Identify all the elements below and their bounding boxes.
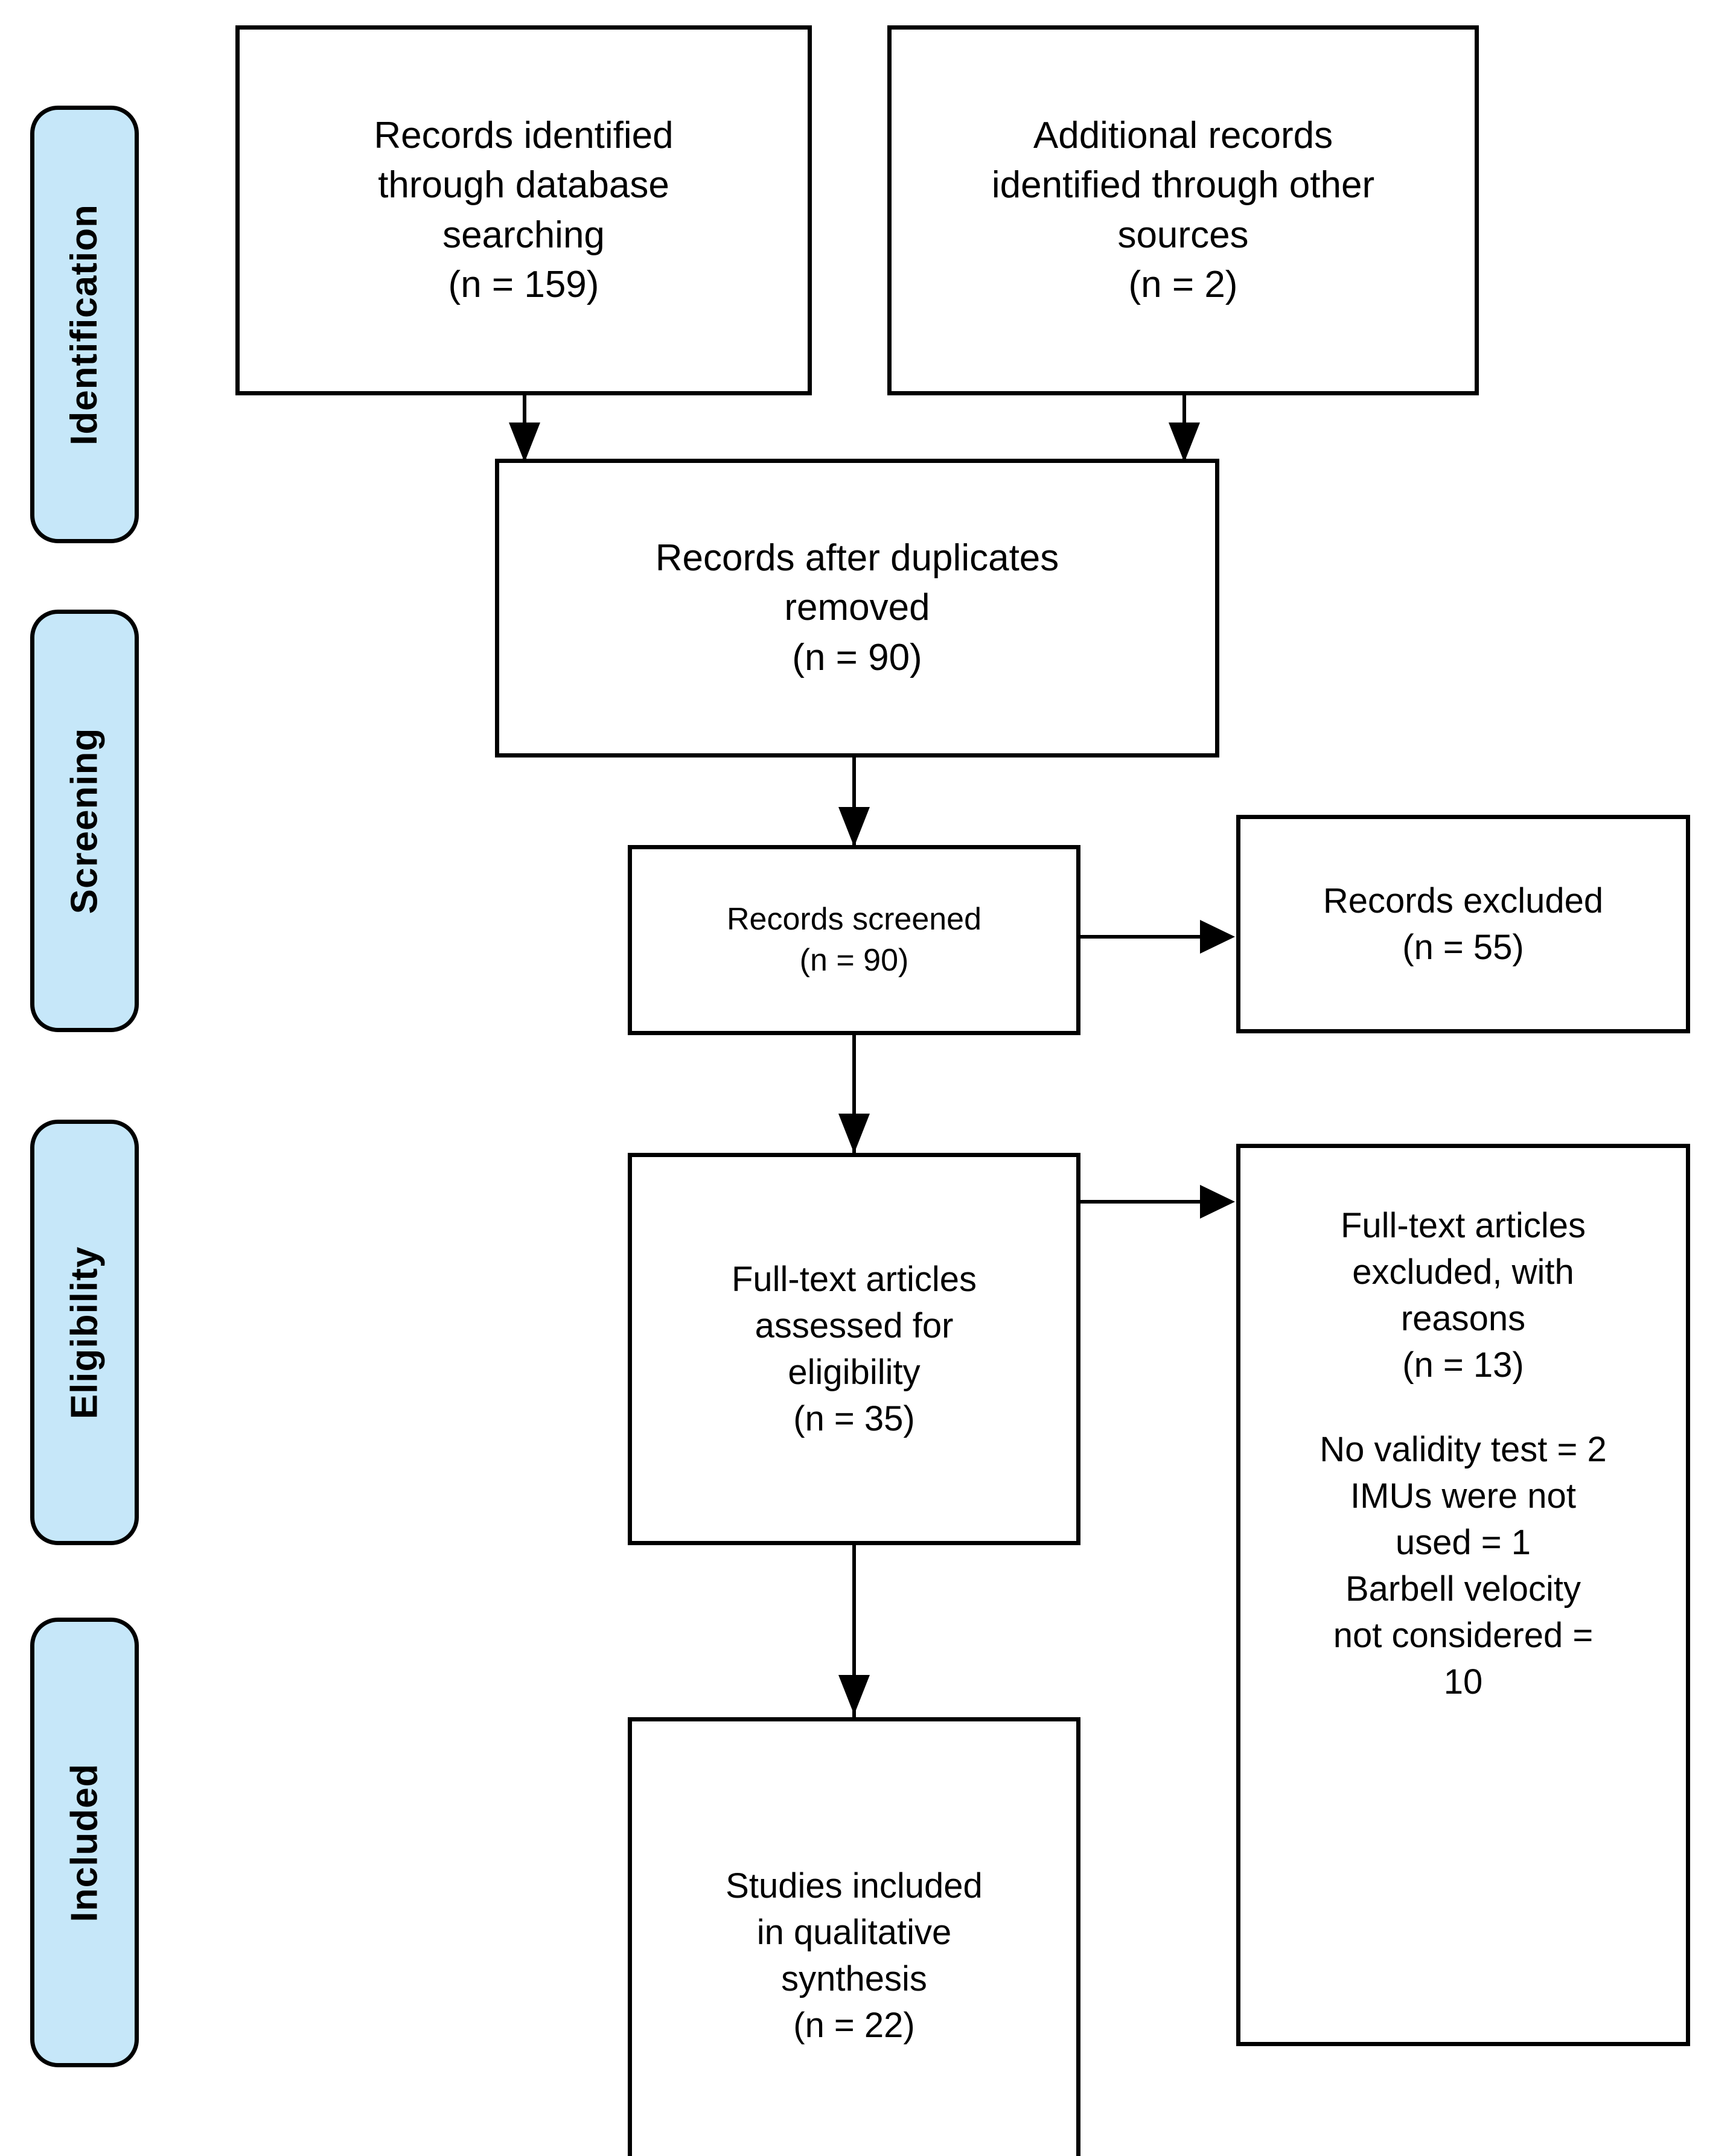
connector-duplicates-to-screened — [852, 757, 856, 848]
box-fulltext-excluded-line-1: Full-text articles — [1340, 1206, 1586, 1245]
connector-screened-to-excluded — [1080, 935, 1201, 939]
box-records-after-duplicates-count: (n = 90) — [792, 636, 922, 678]
box-records-identified-count: (n = 159) — [448, 263, 599, 305]
box-studies-included: Studies included in qualitative synthesi… — [628, 1717, 1080, 2156]
connector-screened-to-fulltext — [852, 1035, 856, 1153]
box-fulltext-assessed-count: (n = 35) — [793, 1399, 915, 1439]
exclusion-reason-line-5: not considered = — [1333, 1616, 1594, 1655]
stage-label-eligibility: Eligibility — [30, 1120, 139, 1545]
box-fulltext-excluded-line-3: reasons — [1400, 1299, 1526, 1339]
exclusion-reason-line-2: IMUs were not — [1350, 1476, 1576, 1516]
box-records-after-duplicates-line-1: Records after duplicates — [655, 537, 1059, 579]
box-records-excluded: Records excluded (n = 55) — [1236, 815, 1690, 1033]
box-fulltext-assessed-line-3: eligibility — [788, 1353, 921, 1392]
box-records-screened: Records screened (n = 90) — [628, 845, 1080, 1035]
arrowhead-screened-to-fulltext — [838, 1114, 870, 1153]
box-additional-records-line-1: Additional records — [1033, 114, 1333, 156]
box-fulltext-assessed-line-1: Full-text articles — [731, 1259, 977, 1299]
box-additional-records-line-3: sources — [1117, 214, 1249, 256]
exclusion-reasons-list: No validity test = 2 IMUs were not used … — [1320, 1426, 1607, 1706]
connector-fulltext-to-included — [852, 1545, 856, 1717]
box-fulltext-assessed-line-2: assessed for — [755, 1306, 954, 1345]
box-records-excluded-count: (n = 55) — [1402, 928, 1524, 967]
box-studies-included-line-2: in qualitative — [756, 1912, 952, 1952]
stage-label-eligibility-text: Eligibility — [63, 1246, 105, 1419]
box-records-excluded-line-1: Records excluded — [1323, 881, 1604, 920]
box-fulltext-excluded-count: (n = 13) — [1402, 1345, 1524, 1385]
stage-label-included: Included — [30, 1618, 139, 2067]
box-additional-records: Additional records identified through ot… — [887, 25, 1479, 395]
box-additional-records-line-2: identified through other — [991, 164, 1375, 206]
box-records-identified: Records identified through database sear… — [235, 25, 812, 395]
stage-label-identification-text: Identification — [63, 203, 105, 445]
box-records-screened-count: (n = 90) — [799, 942, 909, 978]
box-records-after-duplicates-line-2: removed — [784, 587, 930, 629]
box-additional-records-count: (n = 2) — [1128, 263, 1238, 305]
stage-label-identification: Identification — [30, 106, 139, 543]
stage-label-screening-text: Screening — [63, 727, 105, 914]
box-studies-included-line-1: Studies included — [726, 1866, 983, 1906]
box-fulltext-excluded: Full-text articles excluded, with reason… — [1236, 1144, 1690, 2046]
arrowhead-fulltext-to-excluded — [1200, 1185, 1235, 1219]
stage-label-screening: Screening — [30, 610, 139, 1032]
stage-label-included-text: Included — [63, 1763, 105, 1922]
arrowhead-additional-to-duplicates — [1169, 423, 1200, 462]
box-fulltext-assessed: Full-text articles assessed for eligibil… — [628, 1153, 1080, 1545]
box-records-after-duplicates: Records after duplicates removed (n = 90… — [495, 459, 1219, 757]
exclusion-reason-line-6: 10 — [1443, 1662, 1483, 1702]
connector-fulltext-to-excluded — [1080, 1200, 1201, 1204]
box-records-screened-line-1: Records screened — [727, 901, 981, 937]
box-records-identified-line-2: through database — [378, 164, 669, 206]
box-studies-included-line-3: synthesis — [781, 1959, 927, 1998]
box-fulltext-excluded-line-2: excluded, with — [1352, 1252, 1574, 1292]
exclusion-reason-line-3: used = 1 — [1395, 1522, 1531, 1562]
box-records-identified-line-3: searching — [442, 214, 605, 256]
arrowhead-identified-to-duplicates — [509, 423, 540, 462]
exclusion-reason-line-4: Barbell velocity — [1345, 1569, 1581, 1609]
arrowhead-fulltext-to-included — [838, 1675, 870, 1715]
arrowhead-duplicates-to-screened — [838, 807, 870, 847]
box-studies-included-count: (n = 22) — [793, 2006, 915, 2046]
arrowhead-screened-to-excluded — [1200, 920, 1235, 954]
box-records-identified-line-1: Records identified — [374, 114, 674, 156]
exclusion-reason-line-1: No validity test = 2 — [1320, 1429, 1607, 1469]
